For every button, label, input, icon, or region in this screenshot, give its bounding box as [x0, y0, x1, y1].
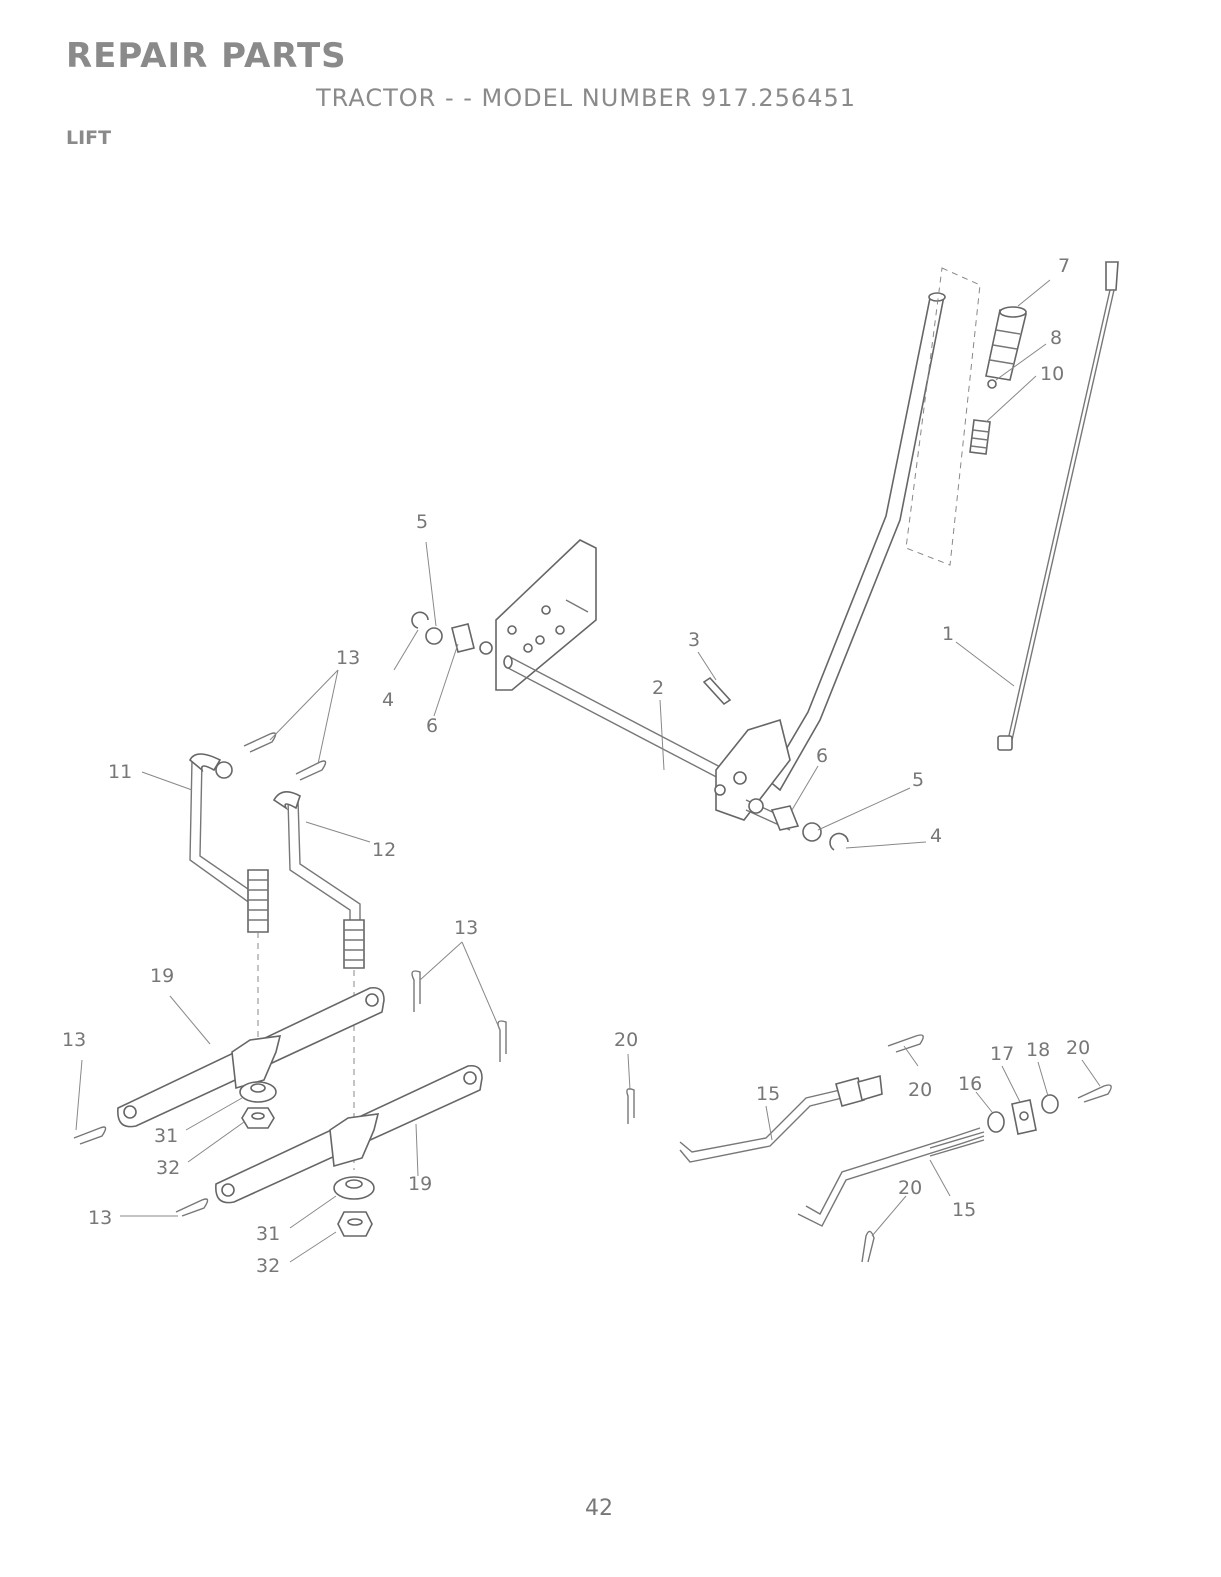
nut-18 [1042, 1095, 1058, 1113]
callout-13: 13 [454, 917, 478, 939]
pin-3 [704, 678, 730, 704]
callout-4: 4 [382, 689, 394, 711]
hairpin-13-b [296, 761, 326, 780]
nut-32-lower [338, 1212, 372, 1236]
clip-4-left [412, 612, 428, 628]
callout-18: 18 [1026, 1039, 1050, 1061]
callout-6: 6 [426, 715, 438, 737]
callout-17: 17 [990, 1043, 1014, 1065]
washer-5-right [803, 823, 821, 841]
callout-20: 20 [908, 1079, 932, 1101]
hairpin-13-a [244, 733, 276, 752]
callout-5: 5 [416, 511, 428, 533]
bushing-6-left [452, 624, 474, 652]
hairpin-20-b [888, 1035, 923, 1052]
lift-handle [768, 293, 945, 790]
washer-31-upper [240, 1082, 276, 1102]
hairpin-20-c [1078, 1085, 1111, 1102]
callout-11: 11 [108, 761, 132, 783]
callout-19: 19 [408, 1173, 432, 1195]
bushing-6-right [772, 806, 798, 830]
callout-20: 20 [898, 1177, 922, 1199]
lift-link-12 [274, 792, 364, 968]
spring-part [970, 420, 990, 454]
callout-16: 16 [958, 1073, 982, 1095]
clip-4-right [830, 834, 848, 850]
hairpin-20-a [627, 1089, 634, 1124]
hairpin-13-c [412, 971, 420, 1012]
callout-3: 3 [688, 629, 700, 651]
shaft-collar-right [749, 799, 763, 813]
callout-10: 10 [1040, 363, 1064, 385]
washer-16 [988, 1112, 1004, 1132]
callout-15: 15 [756, 1083, 780, 1105]
callout-2: 2 [652, 677, 664, 699]
page-number: 42 [585, 1496, 613, 1521]
callout-6: 6 [816, 745, 828, 767]
callout-4: 4 [930, 825, 942, 847]
callout-15: 15 [952, 1199, 976, 1221]
washer-31-lower [334, 1177, 374, 1199]
callout-31: 31 [154, 1125, 178, 1147]
callout-5: 5 [912, 769, 924, 791]
callout-8: 8 [1050, 327, 1062, 349]
handle-grip [986, 307, 1026, 380]
nut-32-upper [242, 1108, 274, 1128]
callout-12: 12 [372, 839, 396, 861]
callout-32: 32 [156, 1157, 180, 1179]
lift-link-11 [190, 754, 268, 932]
washer-5-left [426, 628, 442, 644]
callout-19: 19 [150, 965, 174, 987]
mounting-plate [496, 540, 596, 690]
shaft-collar-left [480, 642, 492, 654]
callout-7: 7 [1058, 255, 1070, 277]
callout-1: 1 [942, 623, 954, 645]
lift-arm-19-upper [118, 988, 384, 1127]
callout-20: 20 [614, 1029, 638, 1051]
hairpin-13-e [74, 1127, 106, 1144]
hairpin-13-f [176, 1199, 208, 1216]
callout-13: 13 [88, 1207, 112, 1229]
callout-20: 20 [1066, 1037, 1090, 1059]
callout-32: 32 [256, 1255, 280, 1277]
callout-13: 13 [62, 1029, 86, 1051]
callout-13: 13 [336, 647, 360, 669]
button-part [988, 380, 996, 388]
cross-shaft [504, 656, 726, 782]
adjust-rod-15-upper [680, 1076, 882, 1162]
callout-31: 31 [256, 1223, 280, 1245]
block-17 [1012, 1100, 1036, 1134]
